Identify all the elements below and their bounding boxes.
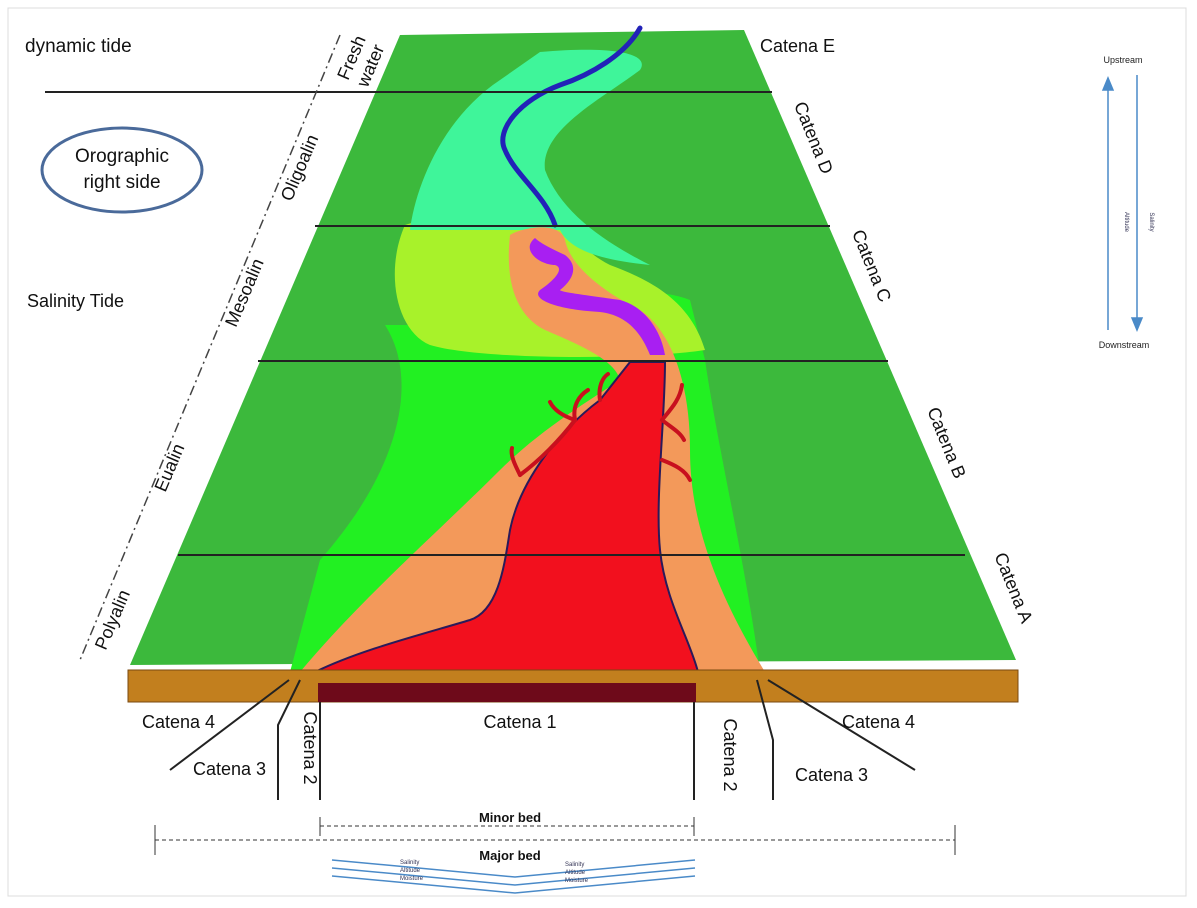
main-channel (314, 361, 700, 673)
catena-2-right-label: Catena 2 (720, 718, 740, 791)
bottom-altitude-right: Altitude (565, 870, 586, 876)
purple-channel (529, 238, 665, 355)
minor-bed-label: Minor bed (479, 810, 541, 825)
catena-lines (45, 91, 965, 556)
major-bed-label: Major bed (479, 848, 540, 863)
tributaries (509, 372, 692, 482)
catena-3-left-label: Catena 3 (193, 759, 266, 779)
catena-e-label: Catena E (760, 36, 835, 56)
orographic-label-line1: Orographic (75, 146, 169, 167)
legend-salinity: Salinity (1148, 212, 1154, 231)
salinity-tide-label: Salinity Tide (27, 291, 124, 311)
catena-3-right-label: Catena 3 (795, 765, 868, 785)
orographic-ellipse (40, 126, 204, 214)
bottom-moisture-left: Moisture (400, 876, 424, 882)
legend-altitude: Altitude (1123, 212, 1129, 233)
dynamic-tide-label: dynamic tide (25, 36, 132, 57)
catena-1-label: Catena 1 (483, 712, 556, 732)
flow-direction-legend (1101, 75, 1144, 332)
bottom-salinity-left: Salinity (400, 860, 419, 866)
freshwater-band (410, 49, 650, 265)
bed-range-lines (154, 817, 956, 855)
catena-4-right-label: Catena 4 (842, 712, 915, 732)
upstream-river (500, 25, 643, 228)
upstream-label: Upstream (1103, 55, 1142, 65)
bottom-gradient-arrows (331, 859, 696, 894)
catena-boundaries (169, 679, 916, 800)
minor-bed-strip (318, 683, 696, 702)
catena-4-left-label: Catena 4 (142, 712, 215, 732)
orographic-label-line2: right side (83, 172, 160, 193)
bottom-altitude-left: Altitude (400, 868, 421, 874)
zone-boundary-line (79, 34, 341, 661)
catena-2-left-label: Catena 2 (300, 711, 320, 784)
bottom-salinity-right: Salinity (565, 862, 584, 868)
downstream-label: Downstream (1099, 340, 1150, 350)
bottom-moisture-right: Moisture (565, 878, 589, 884)
